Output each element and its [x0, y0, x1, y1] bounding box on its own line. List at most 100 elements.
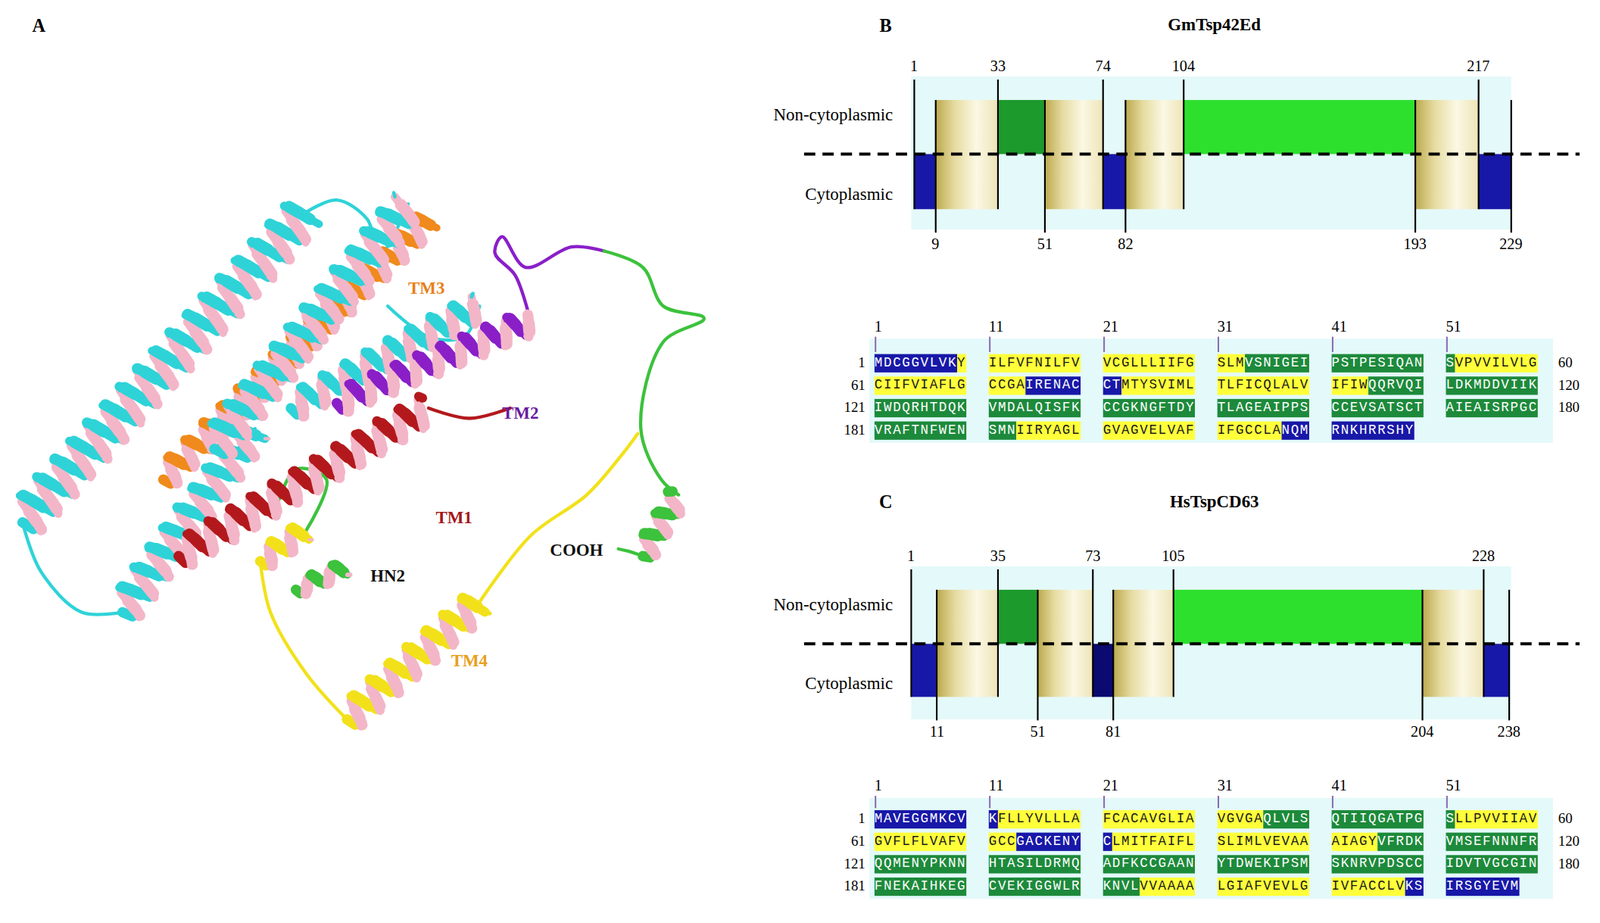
sequence-chunk: CCGAIRENAC: [988, 376, 1081, 395]
sequence-chunk: QQMENYPKNN: [874, 854, 967, 874]
position-number: 193: [1403, 235, 1427, 253]
position-number: 51: [1029, 723, 1045, 741]
sequence-chunk: PSTPESIQAN: [1331, 354, 1424, 373]
sequence-chunk: RNKHRRSHY: [1331, 421, 1415, 440]
sequence-chunk: SLMVSNIGEI: [1217, 354, 1310, 373]
boundary-line: [1044, 99, 1046, 233]
sequence-chunk: SLIMLVEVAA: [1217, 832, 1310, 852]
position-number: 81: [1105, 723, 1121, 741]
helix-label: TM1: [435, 508, 472, 528]
row-number: 120: [1558, 833, 1580, 851]
coil-loop: [22, 522, 123, 615]
sequence-chunk: VMDALQISFK: [988, 399, 1081, 418]
row-number: 121: [843, 399, 865, 417]
sequence-chunk: IDVTVGCGIN: [1446, 854, 1538, 874]
alpha-helix: [290, 293, 477, 418]
alpha-helix: [260, 528, 313, 568]
sequence-chunk: GCCGACKENY: [988, 832, 1081, 852]
topology-segment: [1103, 153, 1126, 209]
column-number: 51: [1446, 318, 1462, 336]
sequence-chunk: ILFVFNILFV: [988, 354, 1081, 373]
boundary-line: [1414, 99, 1416, 233]
sequence-chunk: AIAGYVFRDK: [1331, 832, 1424, 852]
position-number: 105: [1161, 547, 1185, 565]
column-number: 41: [1331, 776, 1348, 795]
coil-loop: [305, 199, 409, 256]
boundary-line: [913, 79, 915, 209]
sequence-ground: [869, 798, 1554, 899]
sequence-chunk: MAVEGGMKCV: [874, 810, 967, 829]
topology-panel: [804, 76, 1580, 443]
row-number: 61: [851, 833, 866, 851]
sequence-chunk: YTDWEKIPSM: [1217, 854, 1310, 874]
row-number: 180: [1558, 399, 1580, 417]
sequence-chunk: TLFICQLALV: [1217, 376, 1310, 395]
sequence-chunk: VCGLLLIIFG: [1103, 354, 1195, 373]
column-number: 1: [874, 318, 883, 336]
sequence-chunk: SLLPVVIIAV: [1446, 810, 1538, 829]
sequence-ground: [869, 338, 1554, 443]
position-number: 228: [1472, 547, 1495, 565]
boundary-line: [1172, 569, 1175, 697]
sequence-chunk: IWDQRHTDQK: [874, 399, 967, 418]
sequence-chunk: KFLLYVLLLA: [988, 810, 1081, 829]
position-number: 229: [1499, 235, 1523, 253]
protein-title: HsTspCD63: [1169, 492, 1260, 512]
boundary-line: [1482, 569, 1485, 697]
sequence-chunk: IRSGYEVM: [1446, 877, 1520, 896]
column-number: 21: [1103, 776, 1119, 795]
column-tick: [1103, 795, 1105, 808]
boundary-line: [1508, 589, 1510, 721]
column-number: 31: [1217, 318, 1233, 336]
sequence-chunk: ADFKCCGAAN: [1103, 854, 1195, 874]
boundary-line: [1510, 99, 1513, 233]
position-number: 11: [929, 723, 945, 741]
alpha-helix: [296, 564, 351, 596]
alpha-helix: [346, 598, 490, 727]
column-number: 11: [988, 318, 1004, 336]
topology-segment: [913, 153, 936, 209]
protein-title: GmTsp42Ed: [1167, 15, 1261, 35]
membrane-line: [804, 642, 1580, 646]
topology-segment: [1483, 643, 1510, 697]
sequence-chunk: TLAGEAIPPS: [1217, 399, 1310, 418]
column-tick: [1331, 795, 1334, 808]
coil-loop: [479, 433, 638, 602]
coil-loop: [260, 561, 348, 720]
helix-label: TM4: [451, 651, 488, 671]
position-number: 51: [1037, 235, 1053, 253]
row-number: 121: [843, 856, 865, 874]
sequence-chunk: CCGKNGFTDY: [1103, 399, 1195, 418]
column-tick: [988, 795, 991, 808]
membrane-line: [804, 152, 1580, 156]
position-number: 33: [990, 57, 1006, 75]
column-tick: [874, 336, 877, 353]
boundary-line: [1182, 79, 1185, 209]
sequence-chunk: CVEKIGGWLR: [988, 877, 1081, 896]
boundary-line: [1124, 99, 1126, 233]
boundary-line: [1102, 79, 1105, 209]
coil-loop: [275, 468, 328, 531]
topology-segment: [1092, 643, 1114, 697]
panel-letter: A: [31, 15, 46, 37]
alpha-helix: [118, 427, 269, 618]
alpha-helix: [19, 205, 320, 533]
terminus-label: COOH: [549, 540, 603, 561]
sequence-chunk: MDCGGVLVKY: [874, 354, 967, 373]
sequence-chunk: CCEVSATSCT: [1331, 399, 1424, 418]
sequence-chunk: VRAFTNFWEN: [874, 421, 967, 440]
row-number: 181: [843, 422, 865, 440]
region-label: Non-cytoplasmic: [773, 104, 893, 125]
position-number: 217: [1466, 57, 1490, 75]
sequence-chunk: AIEAISRPGC: [1446, 399, 1538, 418]
sequence-chunk: HTASILDRMQ: [988, 854, 1081, 874]
sequence-chunk: QTIIQGATPG: [1331, 810, 1424, 829]
row-number: 61: [851, 377, 866, 395]
position-number: 9: [931, 235, 939, 253]
alpha-helix: [211, 192, 415, 456]
sequence-chunk: GVAGVELVAF: [1103, 421, 1195, 440]
sequence-chunk: GVFLFLVAFV: [874, 832, 967, 852]
row-number: 1: [857, 810, 865, 828]
sequence-chunk: CTMTYSVIML: [1103, 376, 1195, 395]
